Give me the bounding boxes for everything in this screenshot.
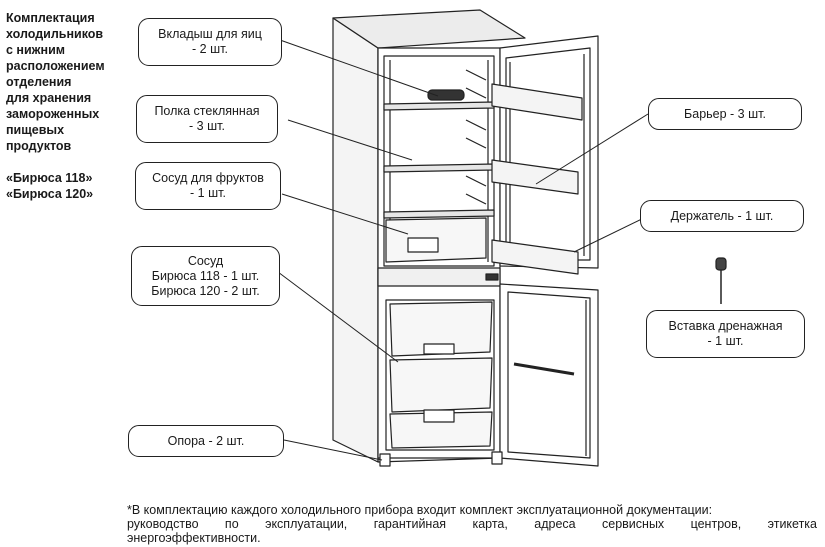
- callout-text: Вкладыш для яиц: [158, 27, 262, 41]
- heading-line: Комплектация: [6, 11, 95, 25]
- footnote-line: руководство по эксплуатации, гарантийная…: [127, 517, 817, 531]
- model-names: «Бирюса 118» «Бирюса 120»: [6, 170, 126, 202]
- callout-text: Держатель - 1 шт.: [670, 208, 774, 223]
- heading-line: для хранения: [6, 91, 92, 105]
- callout-text: Опора - 2 шт.: [167, 433, 245, 448]
- heading-line: замороженных: [6, 107, 100, 121]
- heading-line: с нижним: [6, 43, 66, 57]
- heading-line: отделения: [6, 75, 72, 89]
- callout-text: Барьер - 3 шт.: [684, 106, 766, 121]
- footnote-line: *В комплектацию каждого холодильного при…: [127, 503, 713, 517]
- heading: Комплектация холодильников с нижним расп…: [6, 10, 126, 202]
- footnote-line: энергоэффективности.: [127, 531, 261, 545]
- upper-door: [491, 35, 599, 275]
- callout-text: Бирюса 118 - 1 шт.: [151, 268, 260, 283]
- model-name: «Бирюса 118»: [6, 171, 93, 185]
- fruit-container: [385, 217, 487, 263]
- heading-line: пищевых: [6, 123, 65, 137]
- callout-text: - 1 шт.: [190, 186, 226, 200]
- callout-text: Полка стеклянная: [154, 104, 260, 118]
- callout-text: Сосуд: [187, 253, 224, 268]
- refrigerator-diagram: [277, 9, 727, 467]
- drain-insert-drawing: [715, 257, 727, 304]
- model-name: «Бирюса 120»: [6, 187, 94, 201]
- callout-barrier: Барьер - 3 шт.: [648, 98, 802, 130]
- lower-door: [499, 283, 599, 467]
- leader-lines: [277, 39, 649, 461]
- callout-text: - 2 шт.: [192, 42, 228, 56]
- callout-text: Сосуд для фруктов: [152, 171, 264, 185]
- heading-line: холодильников: [6, 27, 104, 41]
- callout-text: - 1 шт.: [707, 334, 744, 348]
- heading-line: продуктов: [6, 139, 72, 153]
- callout-support: Опора - 2 шт.: [128, 425, 284, 457]
- callout-container: Сосуд Бирюса 118 - 1 шт. Бирюса 120 - 2 …: [131, 246, 280, 306]
- callout-text: Бирюса 120 - 2 шт.: [151, 283, 260, 298]
- heading-line: расположением: [6, 59, 105, 73]
- callout-text: - 3 шт.: [189, 119, 225, 133]
- callout-drain-insert: Вставка дренажная - 1 шт.: [646, 310, 805, 358]
- callout-egg-tray: Вкладыш для яиц - 2 шт.: [138, 18, 282, 66]
- callout-fruit-container: Сосуд для фруктов - 1 шт.: [135, 162, 281, 210]
- callout-holder: Держатель - 1 шт.: [640, 200, 804, 232]
- control-panel: [377, 267, 501, 287]
- glass-shelves: [383, 69, 495, 219]
- footnote: *В комплектацию каждого холодильного при…: [127, 503, 817, 545]
- callout-text: Вставка дренажная: [668, 319, 783, 333]
- freezer-drawers: [385, 299, 495, 451]
- callout-glass-shelf: Полка стеклянная - 3 шт.: [136, 95, 278, 143]
- egg-tray: [427, 89, 465, 101]
